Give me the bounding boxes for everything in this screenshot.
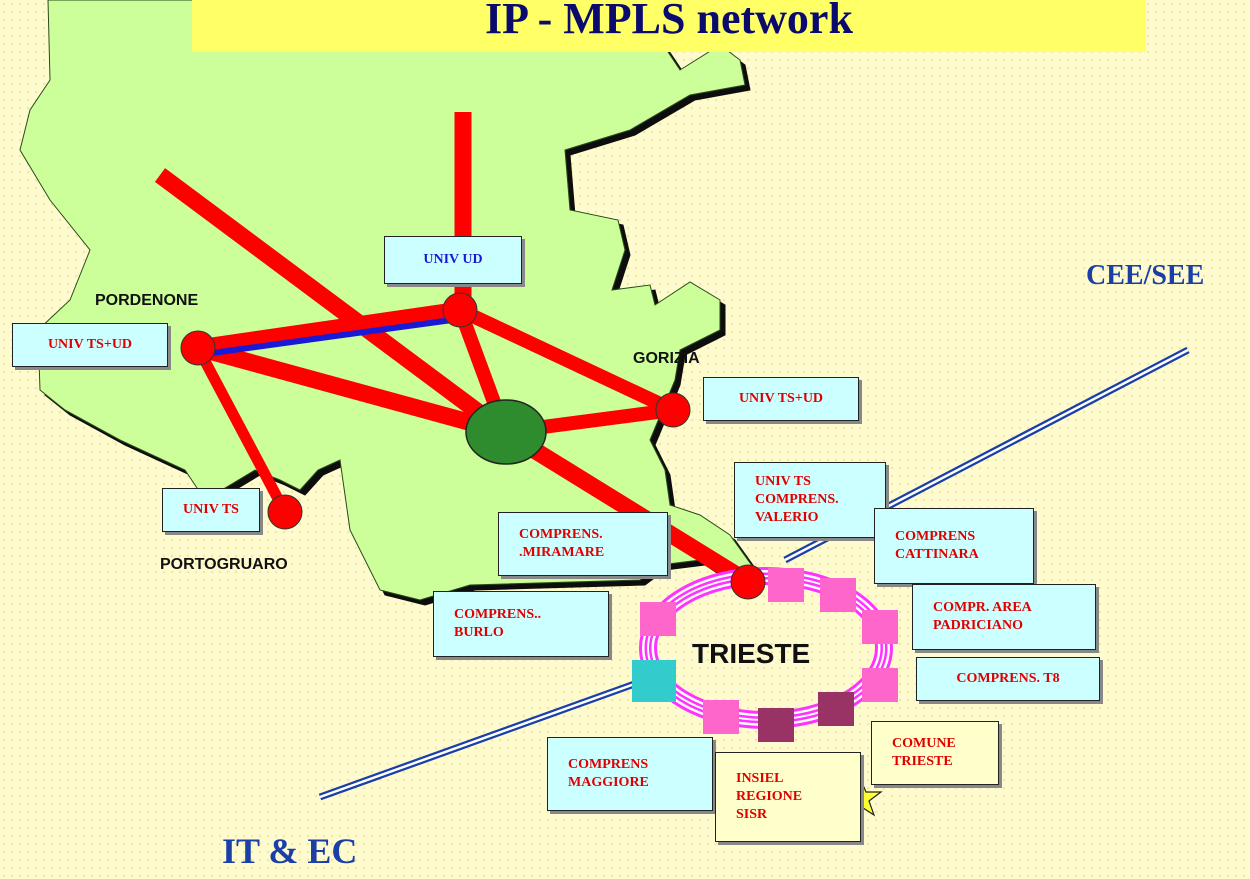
region-label-east: CEE/SEE [1086,260,1205,291]
ring-node [640,602,676,636]
router-node-gorizia [655,392,691,428]
router-nodes [180,292,766,600]
ring-node [862,668,898,702]
ring-node [768,568,804,602]
site-box-univ-ts-valerio: UNIV TS COMPRENS. VALERIO [734,462,886,538]
city-label-gorizia: GORIZIA [633,350,700,367]
ring-nodes [632,568,898,742]
city-label-pordenone: PORDENONE [95,292,199,309]
city-label-portogruaro: PORTOGRUARO [160,556,288,573]
region-label-west: IT & EC [222,831,358,871]
site-box-maggiore: COMPRENS MAGGIORE [547,737,713,811]
ring-node [818,692,854,726]
ring-node [703,700,739,734]
link-nw-core [154,168,511,439]
border-line-west [318,678,642,801]
site-box-univ-ud: UNIV UD [384,236,522,284]
site-box-insiel: INSIEL REGIONE SISR [715,752,861,842]
router-node-portogruaro [267,494,303,530]
link-pn-core [195,339,508,441]
link-ud-go [457,303,676,417]
page-title: IP - MPLS network [192,0,1146,52]
ring-node [758,708,794,742]
site-box-padriciano: COMPR. AREA PADRICIANO [912,584,1096,650]
link-core-ts [500,424,753,590]
link-pn-ud [196,301,462,357]
city-label-trieste: TRIESTE [692,638,811,669]
site-box-univ-ts-ud-gorizia: UNIV TS+UD [703,377,859,421]
ring-node [820,578,856,612]
site-box-burlo: COMPRENS.. BURLO [433,591,609,657]
router-node-pordenone [180,330,216,366]
site-box-t8: COMPRENS. T8 [916,657,1100,701]
site-box-miramare: COMPRENS. .MIRAMARE [498,512,668,576]
site-box-univ-ts-ud-pordenone: UNIV TS+UD [12,323,168,367]
core-node [465,399,547,465]
site-box-univ-ts-portogruaro: UNIV TS [162,488,260,532]
link-pn-pg [193,345,290,515]
ring-node [862,610,898,644]
router-node-udine [442,292,478,328]
router-node-trieste [730,564,766,600]
site-box-comune-trieste: COMUNE TRIESTE [871,721,999,785]
ring-node [632,660,676,702]
link-pn-ud-blue [204,317,453,357]
site-box-cattinara: COMPRENS CATTINARA [874,508,1034,584]
